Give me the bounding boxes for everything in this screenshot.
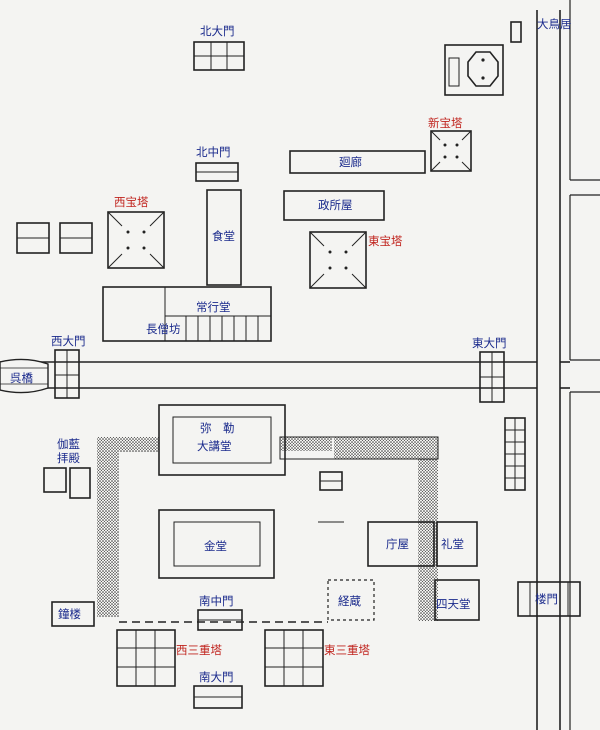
dai-torii-post [510, 21, 522, 43]
raido-label: 礼堂 [441, 537, 464, 551]
kurebashi-label: 呉橋 [10, 371, 33, 385]
sai-sanju-building [116, 629, 176, 687]
kondo-label: 金堂 [204, 539, 227, 553]
sai-hoto-label: 西宝塔 [114, 195, 149, 209]
chonoya-building [367, 521, 435, 567]
minami-chumon-label: 南中門 [199, 594, 234, 608]
garan-haiden-building [43, 467, 91, 499]
shin-hoto-compound [444, 44, 504, 96]
chosobo-label: 長僧坊 [146, 322, 181, 336]
kyozo-label: 経蔵 [338, 594, 361, 608]
dai-torii-label: 大鳥居 [537, 17, 572, 31]
garan-label-1: 伽藍 [57, 437, 80, 451]
jikido-building [206, 189, 242, 286]
sai-daimon-building [54, 349, 80, 399]
kairo-building [289, 150, 426, 174]
to-daimon-building [479, 351, 505, 403]
daikodo-building [158, 404, 286, 476]
romon-label: 楼門 [535, 592, 558, 606]
to-daimon-label: 東大門 [472, 336, 507, 350]
shin-hoto-building [430, 130, 472, 172]
kairo-label: 廻廊 [339, 155, 362, 169]
sai-sanju-label: 西三重塔 [176, 643, 222, 657]
kondo-building [158, 509, 275, 579]
cloister-corridor [97, 436, 439, 621]
to-sanju-building [264, 629, 324, 687]
miroku-label: 弥 勒 [200, 421, 235, 435]
to-hoto-label: 東宝塔 [368, 234, 403, 248]
kita-chumon-label: 北中門 [196, 145, 231, 159]
sai-daimon-label: 西大門 [51, 334, 86, 348]
sai-hoto-building [107, 211, 165, 269]
minami-daimon-label: 南大門 [199, 670, 234, 684]
shoro-label: 鐘楼 [58, 607, 81, 621]
east-ladder-structure [504, 417, 526, 491]
chonoya-label: 庁屋 [386, 537, 409, 551]
garan-label-2: 拝殿 [57, 451, 80, 465]
jogyodo-label: 常行堂 [196, 300, 231, 314]
raido-building [436, 521, 478, 567]
shin-hoto-label: 新宝塔 [428, 116, 463, 130]
seisho-ya-label: 政所屋 [318, 198, 353, 212]
shoro-building [51, 601, 95, 627]
jogyodo-chosobo-building [102, 286, 272, 342]
daikodo-label: 大講堂 [197, 439, 232, 453]
kita-daimon-building [193, 41, 245, 71]
shitenno-label: 四天堂 [436, 597, 471, 611]
kyozo-building [327, 579, 375, 621]
shitenno-building [434, 579, 480, 621]
jikido-label: 食堂 [212, 229, 235, 243]
to-sanju-label: 東三重塔 [324, 643, 370, 657]
romon-building [517, 581, 581, 617]
seisho-ya-building [283, 190, 385, 221]
kurebashi-bridge [0, 358, 49, 394]
to-hoto-building [309, 231, 367, 289]
kita-daimon-label: 北大門 [200, 24, 235, 38]
